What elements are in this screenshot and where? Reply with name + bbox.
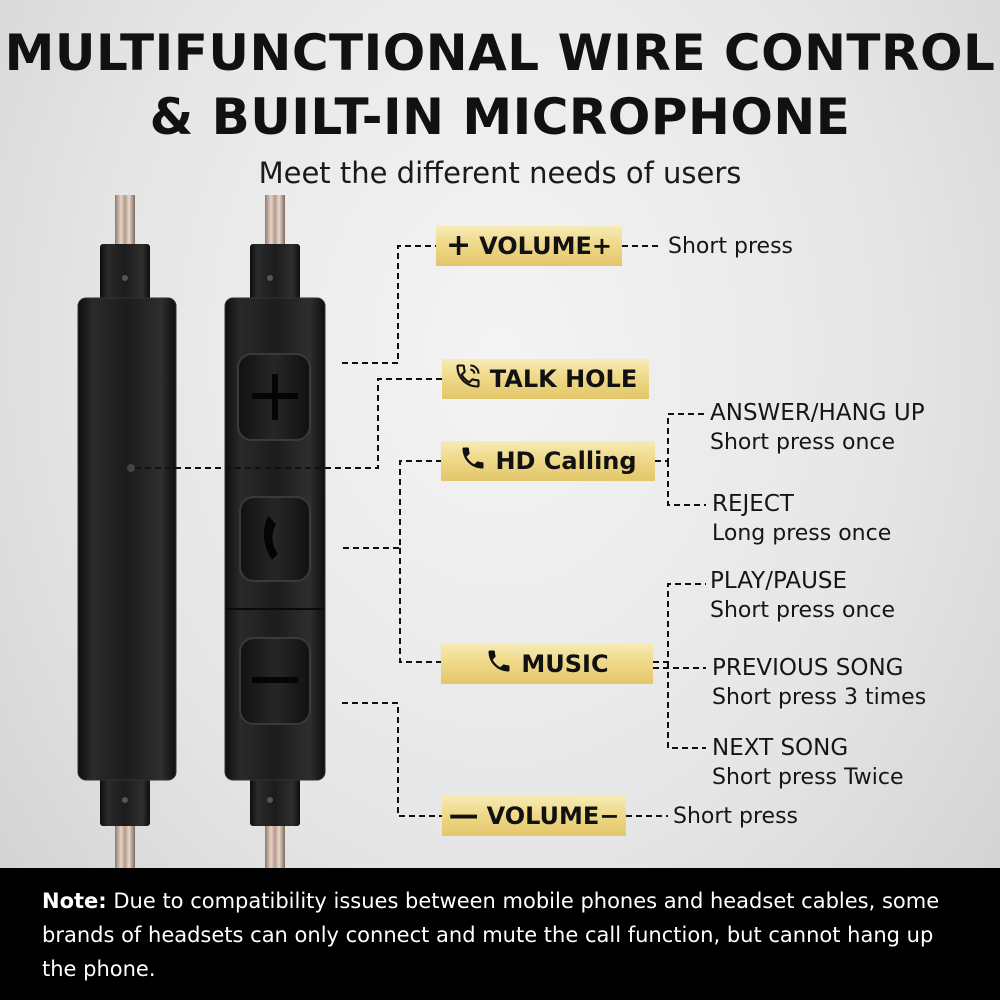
badge-volume-up: + VOLUME+ (436, 226, 622, 266)
badge-music-label: MUSIC (521, 650, 609, 678)
badge-hd-calling: HD Calling (441, 441, 655, 481)
calling-answer-action: ANSWER/HANG UP (710, 400, 925, 426)
calling-reject: REJECT Long press once (712, 489, 891, 549)
phone-icon (485, 647, 513, 681)
connector-lines (135, 245, 706, 817)
music-play-pause-detail: Short press once (710, 598, 896, 623)
phone-icon (459, 444, 487, 478)
calling-reject-action: REJECT (712, 491, 794, 517)
note-text: Due to compatibility issues between mobi… (42, 889, 940, 981)
music-previous-song-detail: Short press 3 times (712, 685, 927, 710)
badge-volume-up-label: VOLUME+ (479, 232, 612, 260)
calling-answer-detail: Short press once (710, 430, 896, 455)
music-next-song: NEXT SONG Short press Twice (712, 733, 904, 793)
music-next-song-detail: Short press Twice (712, 765, 904, 790)
music-previous-song: PREVIOUS SONG Short press 3 times (712, 653, 926, 713)
remote-front (224, 195, 326, 868)
volume-up-button (237, 353, 311, 441)
calling-answer: ANSWER/HANG UP Short press once (710, 398, 925, 458)
badge-hd-calling-label: HD Calling (495, 447, 637, 475)
remote-back (77, 195, 177, 868)
note-label: Note: (42, 889, 107, 913)
volume-down-button (239, 637, 311, 725)
badge-talk-hole-label: TALK HOLE (489, 365, 638, 393)
title-line-1: MULTIFUNCTIONAL WIRE CONTROL (4, 24, 996, 82)
volume-up-desc: Short press (668, 234, 794, 259)
music-previous-song-action: PREVIOUS SONG (712, 655, 904, 681)
subtitle: Meet the different needs of users (258, 156, 742, 190)
remote-illustration (77, 195, 706, 868)
badge-volume-down: — VOLUME− (442, 796, 626, 836)
microphone-hole-icon (127, 464, 135, 472)
title-line-2: & BUILT-IN MICROPHONE (149, 88, 851, 146)
call-button (239, 496, 311, 582)
badge-talk-hole: TALK HOLE (442, 359, 649, 399)
plus-icon: + (445, 228, 472, 263)
minus-icon: — (448, 798, 479, 833)
music-next-song-action: NEXT SONG (712, 735, 849, 761)
badge-music: MUSIC (441, 644, 653, 684)
music-play-pause: PLAY/PAUSE Short press once (710, 566, 895, 626)
note-bar: Note: Due to compatibility issues betwee… (0, 868, 1000, 1000)
badge-volume-down-label: VOLUME− (486, 802, 620, 830)
phone-ringing-icon (454, 362, 482, 396)
volume-down-desc: Short press (673, 804, 799, 829)
phone-handset-icon (263, 516, 278, 560)
calling-reject-detail: Long press once (712, 521, 892, 546)
music-play-pause-action: PLAY/PAUSE (710, 568, 848, 594)
